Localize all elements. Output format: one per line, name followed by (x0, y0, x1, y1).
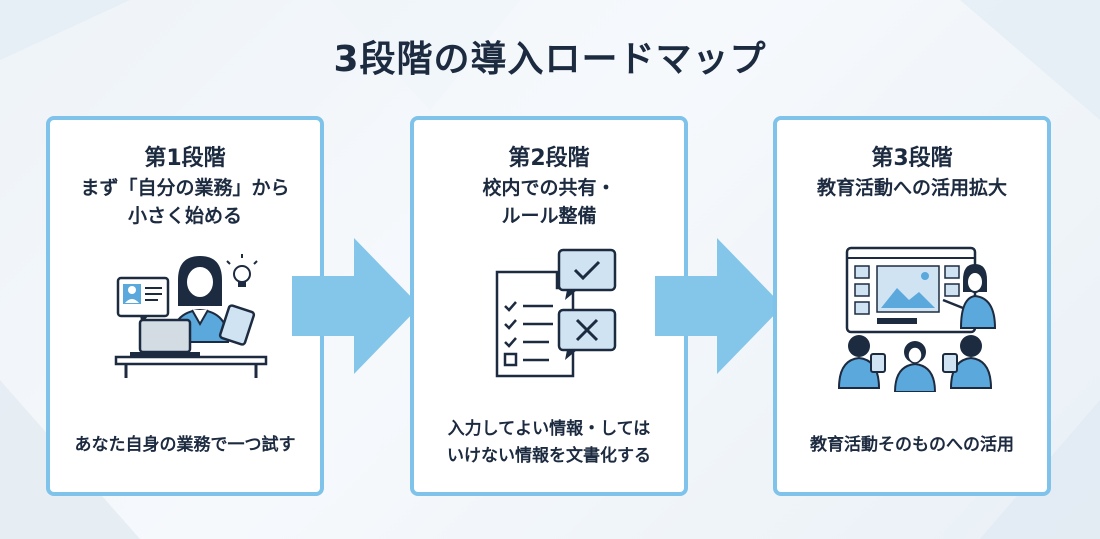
page-title: 3段階の導入ロードマップ (333, 39, 767, 80)
stage-1-subtitle-line: まず「自分の業務」から (80, 177, 290, 199)
stage-1-description: あなた自身の業務で一つ試す (50, 432, 320, 459)
stage-2-subtitle-line: ルール整備 (501, 205, 597, 227)
arrow-right-icon (292, 238, 420, 374)
stage-3-card: 第3段階 教育活動への活用拡大 教育活動そのものへの活用 (773, 116, 1051, 496)
teacher-laptop-tablet-illustration (114, 254, 268, 378)
stage-3-label: 第3段階 (871, 146, 953, 171)
stage-2-description-line: 入力してよい情報・しては (447, 419, 651, 439)
stage-3-subtitle-line: 教育活動への活用拡大 (816, 177, 1007, 199)
arrow-right-icon (655, 238, 783, 374)
stage-1-subtitle: まず「自分の業務」から 小さく始める (50, 174, 320, 230)
stage-3-description-line: 教育活動そのものへの活用 (810, 435, 1014, 455)
stage-3-description: 教育活動そのものへの活用 (777, 432, 1047, 459)
stage-2-label: 第2段階 (508, 146, 590, 171)
stage-2-description-line: いけない情報を文書化する (447, 446, 651, 466)
stage-2-card: 第2段階 校内での共有・ ルール整備 入力してよい情報・しては いけない情報を文… (410, 116, 688, 496)
stage-2-subtitle: 校内での共有・ ルール整備 (414, 174, 684, 230)
checklist-document-illustration (495, 248, 617, 378)
stage-2-subtitle-line: 校内での共有・ (482, 177, 616, 199)
stage-1-card: 第1段階 まず「自分の業務」から 小さく始める あなた自 (46, 116, 324, 496)
stage-2-description: 入力してよい情報・しては いけない情報を文書化する (414, 416, 684, 470)
stage-1-subtitle-line: 小さく始める (127, 205, 242, 227)
stage-1-description-line: あなた自身の業務で一つ試す (74, 435, 296, 455)
stage-1-label: 第1段階 (144, 146, 226, 171)
classroom-screen-illustration (837, 246, 997, 392)
stage-3-subtitle: 教育活動への活用拡大 (777, 174, 1047, 202)
